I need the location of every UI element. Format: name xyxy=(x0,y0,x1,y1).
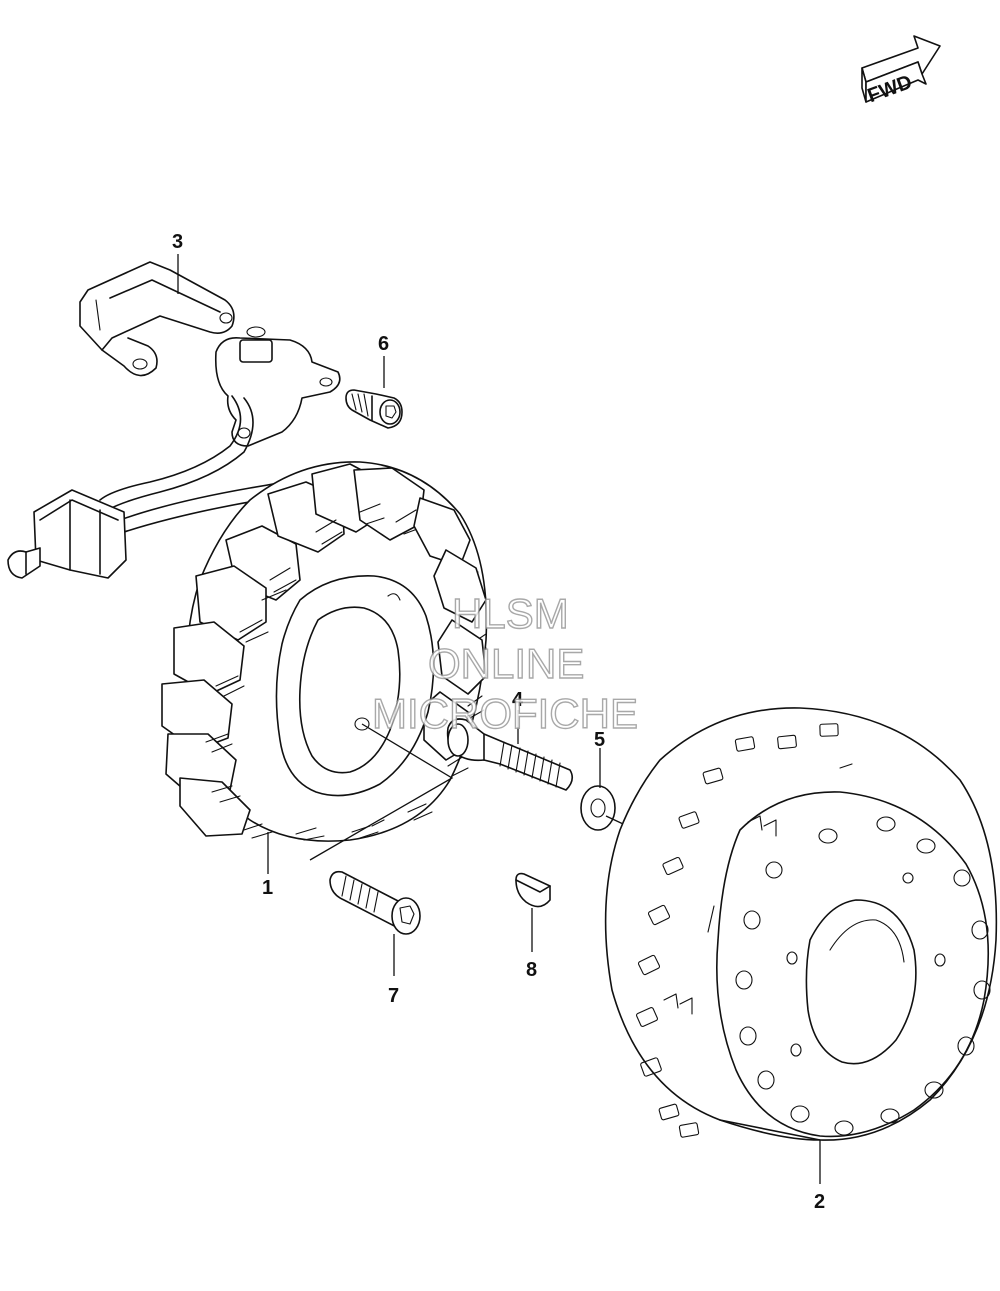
stator-part xyxy=(161,461,488,842)
callout-6: 6 xyxy=(378,333,389,355)
key-part-8 xyxy=(515,872,551,908)
callout-3: 3 xyxy=(172,231,183,253)
callout-4: 4 xyxy=(512,689,524,711)
watermark-line-2: ONLINE xyxy=(428,640,584,687)
bolt-part-4 xyxy=(446,718,574,791)
washer-part-5 xyxy=(580,785,616,831)
bolt-part-7 xyxy=(329,870,421,935)
watermark-line-1: HLSM xyxy=(452,590,569,637)
fwd-arrow-icon: FWD xyxy=(861,35,941,107)
watermark-line-3: MICROFICHE xyxy=(372,690,638,737)
callout-7: 7 xyxy=(388,985,399,1007)
callout-2: 2 xyxy=(814,1191,825,1213)
watermark: HLSM ONLINE MICROFICHE xyxy=(371,589,638,737)
callout-5: 5 xyxy=(594,729,605,751)
screw-part-6 xyxy=(345,389,403,429)
callout-1: 1 xyxy=(262,877,273,899)
flywheel-part xyxy=(604,707,998,1141)
stator-bolt-leader xyxy=(309,723,454,861)
callout-leaders xyxy=(177,254,821,1184)
callout-8: 8 xyxy=(526,959,537,981)
wire-harness-part xyxy=(7,326,341,579)
bracket-part xyxy=(79,261,235,377)
